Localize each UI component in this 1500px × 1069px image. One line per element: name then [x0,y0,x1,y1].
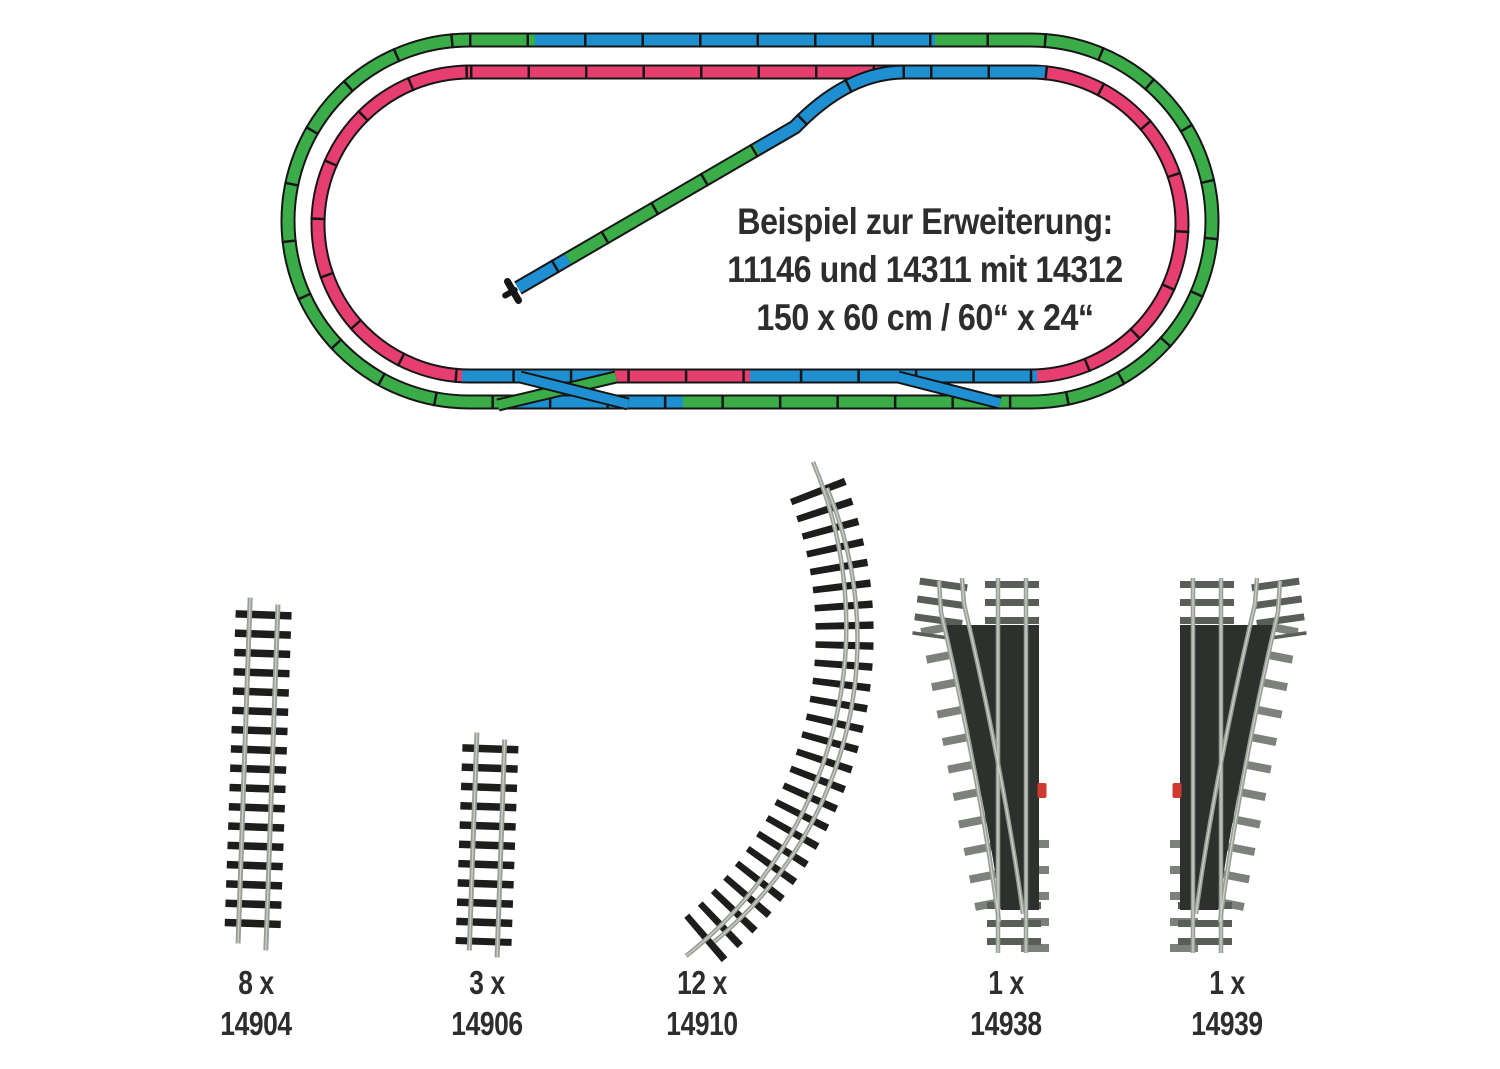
item-number: 14906 [451,1005,523,1042]
switch-lever-icon [1037,783,1047,798]
item-label-14939: 1 x 14939 [1163,962,1291,1044]
curved-track-graphic [684,461,874,963]
track-plan-diagram [280,32,1220,412]
siding-blue-lower [515,254,571,293]
siding-track [502,64,906,305]
turnout-right-graphic [1173,578,1284,955]
turnout-left-graphic [912,577,1049,955]
plan-caption-line2: 11146 und 14311 mit 14312 [727,249,1123,290]
item-qty: 1 x [988,964,1024,1001]
item-label-14904: 8 x 14904 [192,962,320,1044]
item-qty: 1 x [1209,964,1245,1001]
siding-blue-upper [754,66,906,154]
item-label-14910: 12 x 14910 [638,962,766,1044]
plan-caption: Beispiel zur Erweiterung: 11146 und 1431… [690,198,1160,342]
plan-caption-line3: 150 x 60 cm / 60“ x 24“ [756,297,1094,338]
track-piece-illustrations [224,461,1500,1069]
item-label-14906: 3 x 14906 [423,962,551,1044]
crossover-tracks [496,370,1002,412]
straight-track-long-graphic [224,597,292,951]
item-number: 14939 [1191,1005,1263,1042]
item-number: 14910 [666,1005,738,1042]
inner-loop-track [310,64,1190,384]
item-number: 14904 [220,1005,292,1042]
item-qty: 8 x [238,964,274,1001]
item-qty: 12 x [677,964,727,1001]
item-qty: 3 x [469,964,505,1001]
straight-track-short-graphic [455,732,519,958]
buffer-stop-icon [502,277,522,305]
plan-caption-line1: Beispiel zur Erweiterung: [737,201,1113,242]
item-label-14938: 1 x 14938 [942,962,1070,1044]
outer-loop-track [280,32,1220,410]
item-number: 14938 [970,1005,1042,1042]
siding-green-middle [565,144,760,264]
